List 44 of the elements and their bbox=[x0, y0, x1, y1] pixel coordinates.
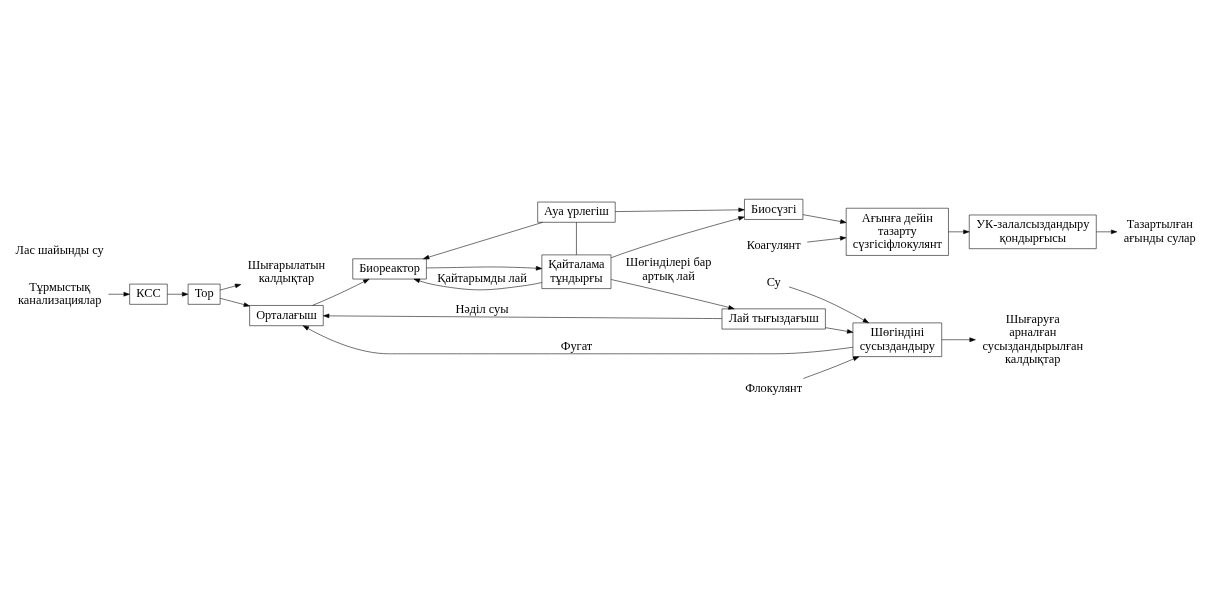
label: Лас шайынды су bbox=[15, 242, 104, 257]
arrow bbox=[108, 291, 130, 296]
arrow bbox=[825, 326, 854, 334]
node-text: Шығарылатын калдықтар bbox=[247, 257, 326, 285]
node-box: Тор bbox=[187, 283, 221, 305]
arrow bbox=[423, 221, 543, 259]
arrow bbox=[788, 286, 869, 323]
arrow bbox=[806, 235, 847, 242]
node-text: Шығаруға арналған сусыздандырылған калдықтар bbox=[982, 311, 1084, 366]
arrow bbox=[167, 291, 189, 296]
arrow bbox=[413, 278, 543, 290]
node-box: Қайталама тұндырғы bbox=[541, 254, 612, 289]
node-box: УК-залалсыздандыру қондырғысы bbox=[969, 214, 1097, 249]
node-box: Лай тығыздағыш bbox=[721, 308, 826, 329]
arrow bbox=[312, 278, 370, 306]
arrow bbox=[610, 215, 745, 258]
edge-label: Қайтарымды лай bbox=[437, 270, 527, 285]
arrow bbox=[323, 313, 723, 319]
edge-label: Нәділ суы bbox=[455, 301, 509, 316]
arrow bbox=[941, 337, 976, 342]
node-text: Флокулянт bbox=[745, 380, 803, 395]
arrow bbox=[802, 213, 847, 224]
node-box: Ауа үрлегіш bbox=[537, 201, 616, 223]
edge-label: Фугат bbox=[560, 338, 593, 353]
arrow bbox=[948, 229, 970, 234]
arrow bbox=[302, 324, 854, 354]
node-box: Орталағыш bbox=[249, 304, 324, 326]
arrow bbox=[219, 297, 250, 307]
edge-label: Шөгінділері бар артық лай bbox=[625, 254, 712, 283]
arrow bbox=[610, 278, 735, 310]
node-text: Тұрмыстық канализациялар bbox=[17, 279, 102, 307]
node-box: Ағынға дейін тазарту сүзгісіфлокулянт bbox=[845, 207, 949, 256]
node-text: Тазартылған ағынды сулар bbox=[1123, 216, 1196, 245]
arrow bbox=[615, 207, 745, 212]
arrow bbox=[1096, 229, 1118, 234]
arrow bbox=[219, 283, 242, 290]
node-text: Коагулянт bbox=[746, 237, 801, 252]
node-box: Биосүзгі bbox=[744, 198, 804, 220]
node-box: Шөгіндіні сусыздандыру bbox=[852, 322, 942, 357]
arrow bbox=[803, 355, 860, 379]
node-box: Биореактор bbox=[352, 258, 427, 279]
node-text: Су bbox=[766, 274, 781, 289]
arrow bbox=[426, 265, 543, 270]
node-box: КСС bbox=[129, 283, 168, 305]
